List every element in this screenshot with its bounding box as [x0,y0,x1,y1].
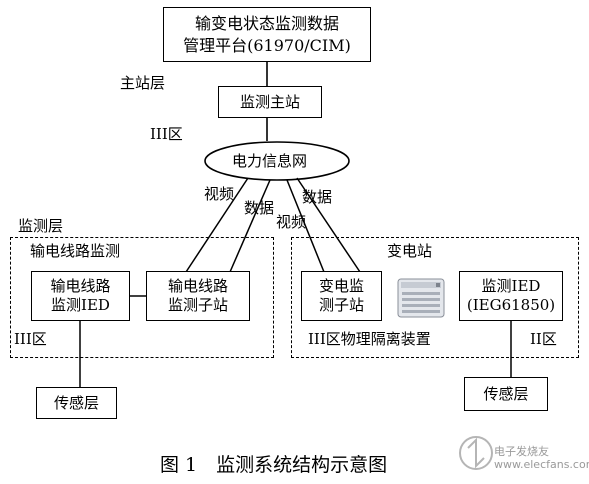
data-link-left-label: 数据 [244,199,275,217]
zone-iii-top-label: III区 [150,125,183,143]
data-platform-title-line2: 管理平台(61970/CIM) [183,35,351,55]
master-station-box: 监测主站 [218,86,322,118]
sensor-layer-left-box: 传感层 [36,387,117,419]
watermark-logo-icon [459,436,493,470]
figure-caption: 图 1 监测系统结构示意图 [160,454,388,476]
video-link-left [185,177,249,273]
sensor-layer-right-box: 传感层 [464,377,548,411]
sensor-layer-left-label: 传感层 [53,393,99,412]
network-label: 电力信息网 [232,152,308,170]
substation-monitor-label-line1: 变电监 [318,277,364,295]
isolation-device-label: III区物理隔离装置 [308,330,431,348]
master-station-label: 监测主站 [239,92,300,111]
network-ellipse [204,141,350,181]
zone-ii-label: II区 [530,330,557,348]
data-link-right [296,177,361,273]
video-link-right [286,179,325,273]
sensor-layer-right-label: 传感层 [483,384,529,403]
line-monitoring-group [10,237,274,358]
watermark-text: 电子发烧友 www.elecfans.com [494,445,589,471]
data-link-right-label: 数据 [302,188,333,206]
line-ied-label-line2: 监测IED [51,296,110,314]
data-link-left [229,179,271,273]
substation-group-label: 变电站 [387,242,433,260]
video-link-right-label: 视频 [276,213,307,231]
substation-monitor-label-line2: 测子站 [318,296,364,314]
substation-group [291,237,579,358]
zone-iii-left-label: III区 [14,330,47,348]
data-platform-title-line1: 输变电状态监测数据 [194,13,339,33]
monitor-layer-label: 监测层 [18,217,64,235]
video-link-left-label: 视频 [204,185,235,203]
line-substation-box: 输电线路 监测子站 [146,271,250,321]
line-ied-box: 输电线路 监测IED [31,271,130,321]
master-layer-label: 主站层 [120,74,166,92]
line-monitoring-group-label: 输电线路监测 [30,242,121,260]
substation-monitor-box: 变电监 测子站 [301,271,382,321]
data-platform-box: 输变电状态监测数据 管理平台(61970/CIM) [163,7,371,62]
isolation-device-icon [397,278,445,318]
substation-ied-label-line1: 监测IED [481,277,541,295]
line-substation-label-line2: 监测子站 [167,296,228,314]
substation-ied-box: 监测IED (IEG61850) [459,271,563,321]
line-substation-label-line1: 输电线路 [167,277,228,295]
line-ied-label-line1: 输电线路 [50,277,111,295]
substation-ied-label-line2: (IEG61850) [466,296,556,314]
